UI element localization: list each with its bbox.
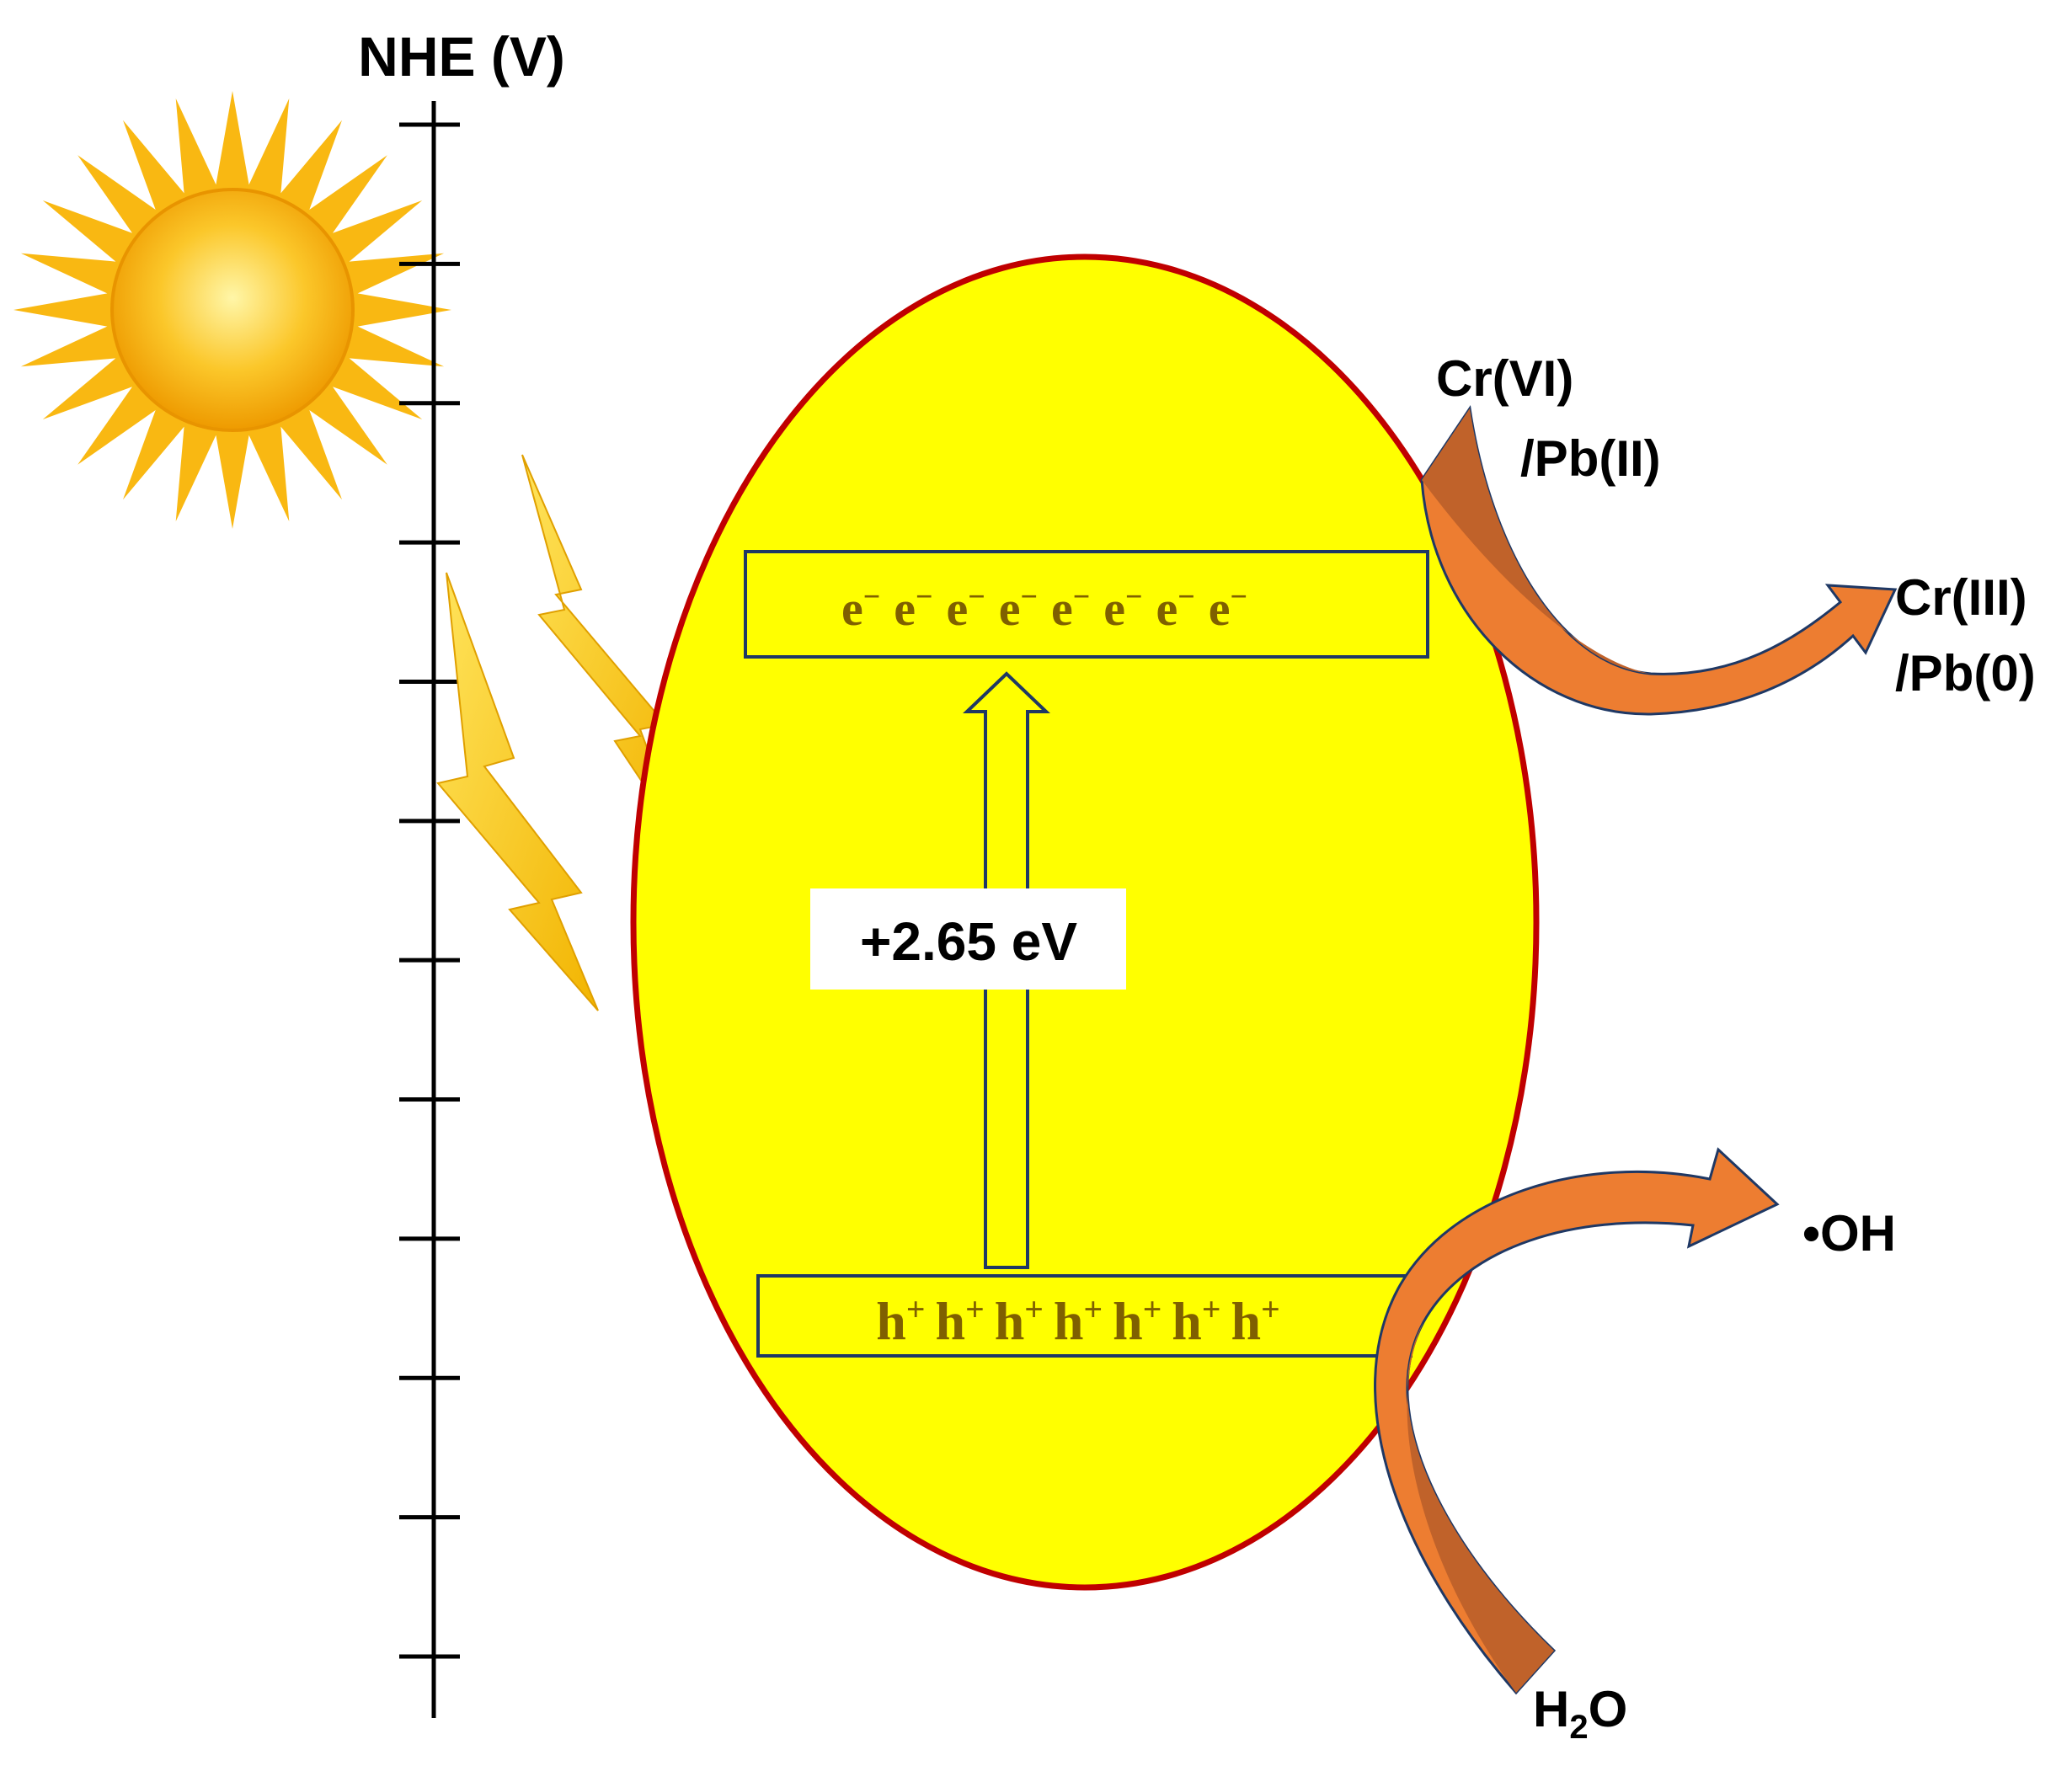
nhe-axis: NHE (V) — [358, 25, 565, 1718]
carrier-symbol: e — [1051, 581, 1073, 636]
carrier-charge: − — [1178, 579, 1195, 613]
oxidation-reactant: H2O — [1533, 1681, 1627, 1746]
carrier-charge: + — [1261, 1291, 1280, 1328]
oxidation-reactant-h: H — [1533, 1681, 1569, 1737]
lightning-bolt-2 — [436, 572, 599, 1011]
carrier-charge: + — [1202, 1291, 1221, 1328]
curved-arrow-icon — [1420, 404, 1898, 716]
reduction-product-line2: /Pb(0) — [1895, 645, 2036, 702]
carrier-symbol: e — [947, 581, 969, 636]
carrier-symbol: e — [841, 581, 863, 636]
carrier-symbol: e — [894, 581, 916, 636]
carrier-symbol: e — [999, 581, 1021, 636]
reduction-product-line1: Cr(III) — [1895, 569, 2027, 626]
reduction-arrow-shade — [1422, 408, 1651, 674]
carrier-charge: + — [1143, 1291, 1162, 1328]
carrier-charge: + — [965, 1291, 985, 1328]
carrier-symbol: h — [935, 1291, 965, 1351]
sun-icon — [13, 91, 451, 529]
carrier-charge: − — [1021, 579, 1039, 613]
oxidation-reactant-o: O — [1589, 1681, 1628, 1737]
carrier-charge: + — [1024, 1291, 1044, 1328]
carrier-charge: − — [1073, 579, 1091, 613]
carrier-symbol: h — [1113, 1291, 1143, 1351]
carrier-symbol: h — [1054, 1291, 1084, 1351]
reduction-reactant-line2: /Pb(II) — [1520, 430, 1661, 487]
carrier-charge: − — [1125, 579, 1143, 613]
carrier-charge: − — [968, 579, 985, 613]
band-gap-label: +2.65 eV — [810, 888, 1126, 990]
carrier-charge: − — [1231, 579, 1248, 613]
valence-band: h+​h+​h+​h+​h+​h+​h+​ — [756, 1274, 1412, 1358]
oxidation-reactant-subscript: 2 — [1569, 1709, 1588, 1746]
carrier-symbol: h — [1172, 1291, 1202, 1351]
carrier-symbol: e — [1103, 581, 1125, 636]
carrier-charge: + — [1083, 1291, 1103, 1328]
carrier-symbol: h — [995, 1291, 1025, 1351]
reduction-arrow — [1420, 404, 1898, 716]
carrier-charge: − — [916, 579, 933, 613]
carrier-symbol: e — [1209, 581, 1231, 636]
carrier-charge: + — [906, 1291, 926, 1328]
carrier-symbol: h — [876, 1291, 906, 1351]
curved-arrow-icon — [1374, 1147, 1780, 1695]
conduction-band: e−​e−​e−​e−​e−​e−​e−​e−​ — [744, 550, 1429, 659]
oxidation-arrow-shade — [1407, 1322, 1554, 1693]
valence-band-holes: h+​h+​h+​h+​h+​h+​h+​ — [876, 1291, 1279, 1351]
axis-title: NHE (V) — [358, 25, 565, 88]
carrier-charge: − — [863, 579, 881, 613]
axis-ticks — [399, 122, 460, 1659]
oxidation-product: •OH — [1802, 1205, 1896, 1262]
band-gap-label-background — [810, 888, 1126, 990]
conduction-band-box — [744, 550, 1429, 659]
carrier-symbol: e — [1156, 581, 1178, 636]
oxidation-arrow — [1374, 1147, 1780, 1695]
band-gap-value: +2.65 eV — [860, 911, 1077, 972]
reduction-reactant-line1: Cr(VI) — [1436, 350, 1573, 407]
carrier-symbol: h — [1231, 1291, 1262, 1351]
sun-core — [110, 188, 355, 432]
conduction-band-electrons: e−​e−​e−​e−​e−​e−​e−​e−​ — [841, 579, 1247, 636]
